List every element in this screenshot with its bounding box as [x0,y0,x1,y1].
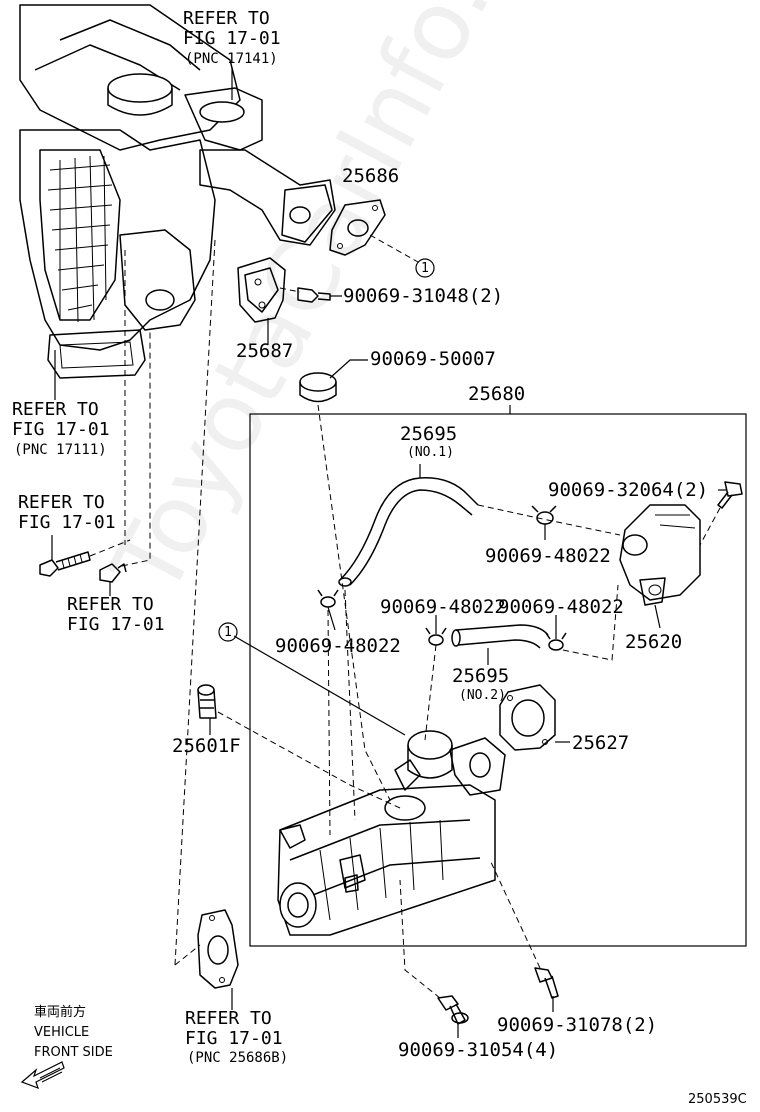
left-refer-pnc: (PNC 17111) [14,442,107,458]
part-label-25601F: 25601F [172,735,241,757]
gasket-25686-drawing [329,199,386,256]
bottom-refer-pnc: (PNC 25686B) [187,1050,289,1066]
orientation-line1: VEHICLE [34,1025,90,1040]
plug-50007-drawing [299,372,337,403]
hose-25695-no2-drawing [451,624,549,649]
bolt-refer-fig: FIG 17-01 [18,512,116,533]
guide-line-clamp-b [327,609,331,836]
part-label-25680: 25680 [468,383,526,405]
part-label-90069-31054: 90069-31054(4) [398,1039,559,1061]
part-label-25687: 25687 [236,340,294,362]
assembly-25680-box [249,413,747,947]
leader-25601F-cooler [217,711,401,809]
part-label-25686: 25686 [342,165,400,187]
bottom-refer-label: REFER TO [185,1008,272,1029]
leader-48022-b [327,606,336,631]
egr-valve-25620-drawing [619,504,701,606]
leader-50007-label [329,359,368,379]
guide-line-left-3 [174,944,201,966]
union-25601F-drawing [197,684,217,719]
left-refer-fig: FIG 17-01 [12,419,110,440]
guide-line-plug [317,404,391,801]
left-bolt-upper-drawing [39,551,91,577]
part-label-90069-31048: 90069-31048(2) [343,285,504,307]
callout-circle-1-mid [218,622,238,642]
leader-left-bolt-upper [89,539,131,557]
leader-hose1-valve [477,504,621,536]
part-label-25695-no2: 25695 [452,665,510,687]
orientation-jp: 車両前方 [34,1005,87,1020]
callout-number-mid: 1 [224,625,232,640]
top-refer-fig: FIG 17-01 [183,28,281,49]
bolt-refer-label: REFER TO [18,492,105,513]
part-label-25627: 25627 [572,732,630,754]
top-refer-label: REFER TO [183,8,270,29]
leader-32064-valve [699,507,721,546]
part-label-90069-48022-b: 90069-48022 [275,635,401,657]
part-note-no2: (NO.2) [459,688,506,703]
clamp-48022-b-drawing [317,589,339,608]
leader-bolt-31048 [279,287,301,293]
part-label-90069-48022-a: 90069-48022 [485,545,611,567]
part-label-90069-48022-c: 90069-48022 [380,596,506,618]
left-refer-label: REFER TO [12,399,99,420]
part-label-90069-50007: 90069-50007 [370,348,496,370]
figure-code: 250539C [688,1092,747,1107]
part-label-90069-48022-d: 90069-48022 [498,596,624,618]
gasket-25686B-drawing [197,909,239,989]
leader-31078-cooler [489,859,541,969]
callout-number-top: 1 [421,261,429,276]
leader-hose2-valve [562,584,619,661]
leader-25686-circle [369,234,419,263]
bolt-32064-drawing [717,481,743,509]
part-label-90069-31078: 90069-31078(2) [497,1014,658,1036]
orientation-line2: FRONT SIDE [34,1045,113,1060]
bolt2-refer-fig: FIG 17-01 [67,614,165,635]
guide-line-clamp-c [424,644,437,741]
bolt2-refer-label: REFER TO [67,594,154,615]
gasket-25627-drawing [499,684,556,751]
egr-cooler-drawing [277,730,506,936]
bolt-31078-drawing [534,967,559,999]
bolt-31048-drawing [297,287,331,303]
hose-25695-no1-drawing [338,477,479,587]
guide-line-hose1 [344,589,356,821]
callout-circle-1-top [415,258,435,278]
leader-circle-1-mid [233,635,406,736]
top-refer-pnc: (PNC 17141) [185,51,278,67]
bottom-refer-fig: FIG 17-01 [185,1028,283,1049]
left-bolt-lower-drawing [99,563,127,583]
clamp-48022-d-drawing [545,632,567,651]
part-label-90069-32064: 90069-32064(2) [548,479,709,501]
bolt-31054-drawing [437,995,469,1025]
part-label-25695-no1: 25695 [400,423,458,445]
clamp-48022-a-drawing [531,505,557,525]
part-label-25620: 25620 [625,631,683,653]
leader-31054-cooler [399,879,441,999]
leader-left-bolt-lower [121,330,151,567]
engine-block-drawing [19,4,336,379]
part-note-no1: (NO.1) [407,445,454,460]
bracket-25687-drawing [237,257,286,323]
leader-25620-label [654,604,661,629]
guide-line-left-2 [174,239,216,966]
front-direction-arrow-icon [20,1061,65,1090]
